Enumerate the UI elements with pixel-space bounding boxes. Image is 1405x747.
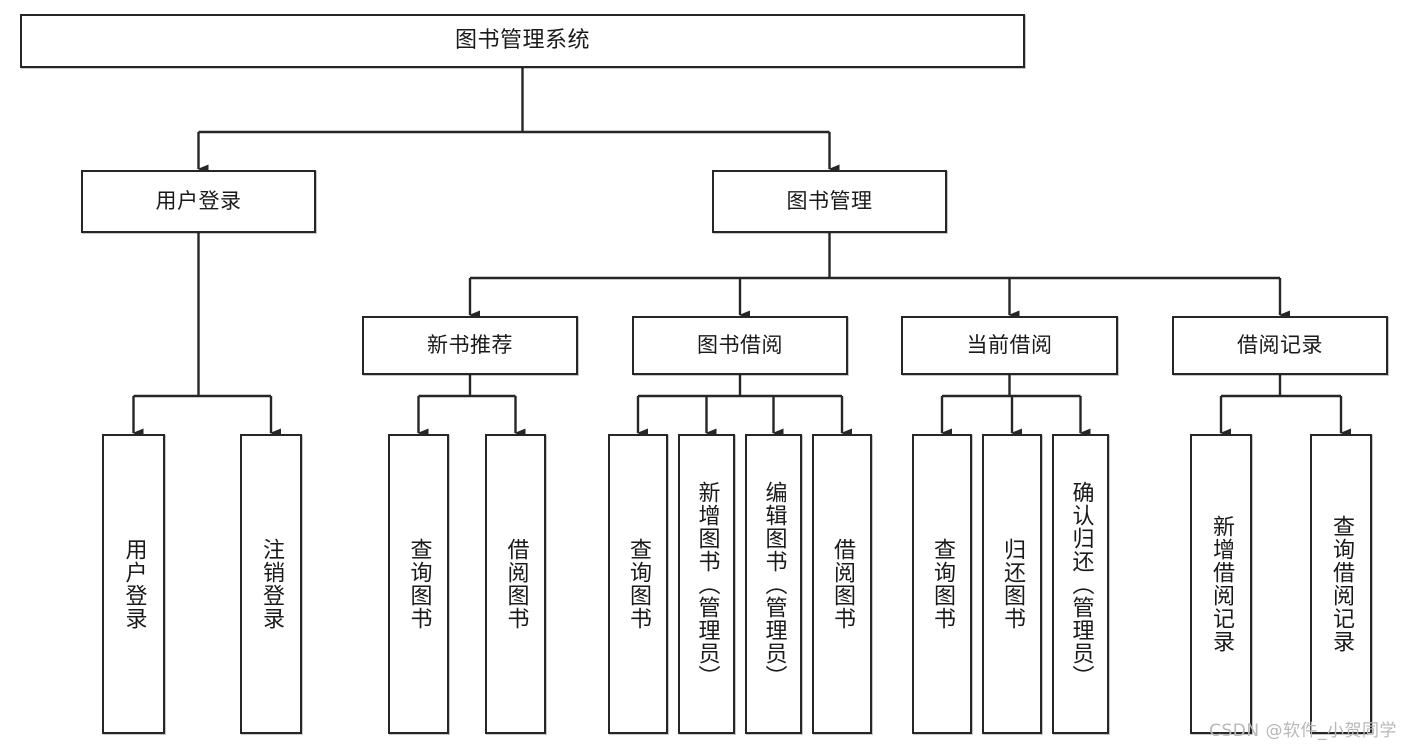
node-leaf-query-book-1[interactable]: 查询图书 [388,434,449,734]
node-label: 借阅图书 [829,538,855,630]
node-user-login[interactable]: 用户登录 [81,170,316,233]
node-leaf-borrow-book-2[interactable]: 借阅图书 [812,434,872,734]
node-label: 归还图书 [999,538,1025,630]
watermark: CSDN @软件_小贺同学 [1209,721,1397,741]
node-borrowing-records[interactable]: 借阅记录 [1172,316,1388,375]
node-leaf-query-book-2[interactable]: 查询图书 [608,434,668,734]
node-label: 编辑图书（管理员） [761,480,787,688]
node-label: 图书管理 [786,189,873,214]
node-label: 图书借阅 [697,333,783,358]
node-label: 查询借阅记录 [1328,515,1354,653]
node-current-borrowing[interactable]: 当前借阅 [901,316,1118,375]
node-label: 图书管理系统 [454,28,590,54]
node-root[interactable]: 图书管理系统 [20,14,1025,68]
node-label: 查询图书 [406,538,432,630]
node-book-borrowing[interactable]: 图书借阅 [632,316,848,375]
node-label: 查询图书 [625,538,651,630]
node-label: 新书推荐 [427,333,513,358]
node-label: 注销登录 [258,538,284,630]
node-label: 用户登录 [121,538,147,630]
node-label: 新增图书（管理员） [694,480,720,688]
node-label: 查询图书 [929,538,955,630]
node-label: 借阅图书 [503,538,529,630]
node-leaf-query-book-3[interactable]: 查询图书 [912,434,972,734]
node-new-book-recommendation[interactable]: 新书推荐 [362,316,578,375]
node-label: 借阅记录 [1237,333,1323,358]
node-label: 新增借阅记录 [1208,515,1234,653]
node-leaf-edit-book[interactable]: 编辑图书（管理员） [745,434,802,734]
node-leaf-borrow-book-1[interactable]: 借阅图书 [485,434,546,734]
node-leaf-return-book[interactable]: 归还图书 [982,434,1042,734]
node-leaf-logout[interactable]: 注销登录 [240,434,302,734]
node-leaf-confirm-return[interactable]: 确认归还（管理员） [1052,434,1109,734]
node-label: 确认归还（管理员） [1068,480,1094,688]
node-label: 用户登录 [155,189,242,214]
node-book-management[interactable]: 图书管理 [712,170,947,233]
node-leaf-query-borrow-record[interactable]: 查询借阅记录 [1310,434,1372,734]
node-leaf-add-borrow-record[interactable]: 新增借阅记录 [1190,434,1252,734]
node-leaf-user-login[interactable]: 用户登录 [102,434,165,734]
node-label: 当前借阅 [966,333,1053,358]
node-leaf-add-book[interactable]: 新增图书（管理员） [678,434,735,734]
